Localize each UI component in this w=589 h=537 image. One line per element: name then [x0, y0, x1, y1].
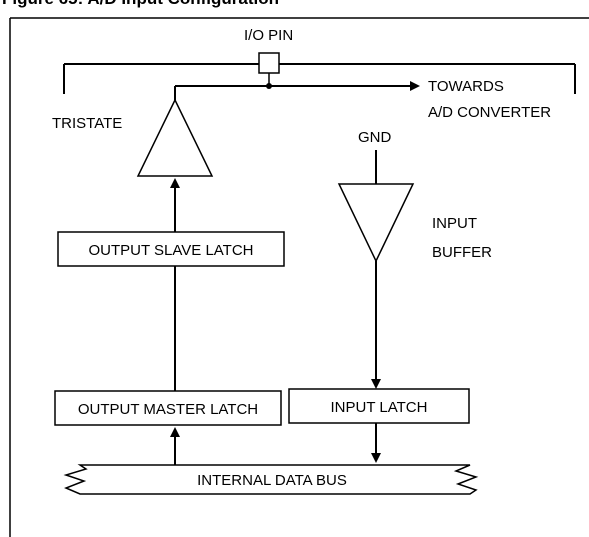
towards-label: TOWARDS [428, 78, 504, 95]
gnd-label: GND [358, 129, 392, 146]
input-latch-label: INPUT LATCH [331, 399, 428, 416]
ad-converter-label: A/D CONVERTER [428, 104, 551, 121]
output-slave-latch-label: OUTPUT SLAVE LATCH [88, 242, 253, 259]
output-master-latch [54, 390, 282, 426]
buffer-label: BUFFER [432, 244, 492, 261]
input-label: INPUT [432, 215, 477, 232]
input-buffer-triangle [337, 183, 415, 263]
tristate-buffer-triangle [136, 98, 214, 177]
io-pin-label: I/O PIN [244, 27, 293, 44]
tristate-label: TRISTATE [52, 115, 122, 132]
input-latch [288, 388, 470, 424]
internal-data-bus [63, 464, 479, 495]
output-slave-latch [57, 231, 285, 267]
output-master-latch-label: OUTPUT MASTER LATCH [78, 401, 258, 418]
io-pin-square [258, 52, 280, 74]
figure-title: Figure 65: A/D Input Configuration [2, 0, 279, 8]
internal-data-bus-label: INTERNAL DATA BUS [197, 472, 347, 489]
